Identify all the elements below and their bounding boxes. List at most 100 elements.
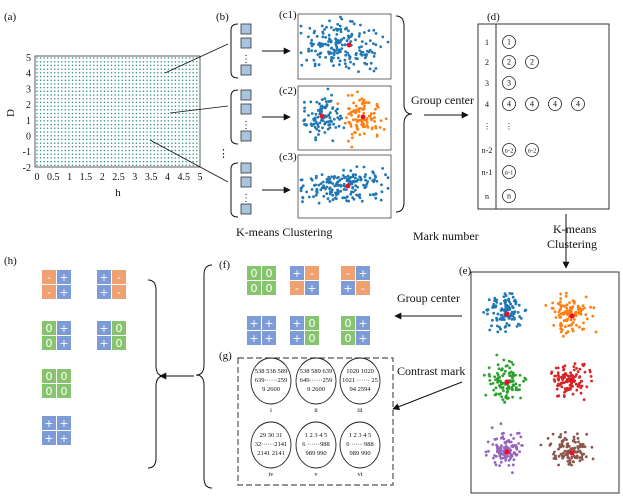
- scatter-point: [492, 456, 495, 460]
- sign-symbol: -: [117, 271, 121, 284]
- circle-line-2: 6 ······988: [346, 441, 374, 448]
- grid-point: [57, 64, 60, 67]
- scatter-point: [309, 122, 313, 126]
- scatter-point: [372, 69, 376, 73]
- circle-line-3: 989 990: [349, 450, 370, 457]
- grid-point: [135, 149, 138, 152]
- scatter-point: [320, 98, 324, 101]
- grid-point: [171, 90, 173, 93]
- grid-point: [149, 83, 152, 85]
- grid-point: [89, 68, 91, 70]
- sign-square: -++-: [341, 266, 370, 295]
- grid-point: [36, 94, 38, 96]
- grid-point: [160, 157, 162, 159]
- grid-point: [142, 90, 145, 93]
- scatter-point: [376, 105, 380, 109]
- grid-point: [71, 101, 74, 104]
- grid-point: [171, 164, 173, 167]
- grid-point: [78, 83, 81, 85]
- grid-point: [71, 138, 74, 141]
- grid-point: [103, 60, 106, 63]
- grid-point: [54, 138, 56, 141]
- grid-point: [188, 109, 191, 111]
- scatter-point: [338, 49, 342, 52]
- scatter-point: [507, 384, 510, 388]
- scatter-point: [501, 398, 505, 401]
- grid-point: [128, 127, 131, 130]
- grid-point: [149, 120, 152, 122]
- sign-symbol: -: [47, 271, 51, 284]
- grid-point: [43, 149, 45, 152]
- sign-square: 0+0+: [42, 321, 71, 350]
- grid-point: [125, 157, 127, 159]
- grid-point: [100, 109, 102, 111]
- grid-point: [185, 123, 187, 126]
- sign-cell: [97, 270, 111, 284]
- grid-point: [100, 164, 102, 167]
- grid-point: [64, 160, 67, 163]
- scatter-point: [583, 445, 587, 449]
- grid-point: [146, 123, 148, 126]
- scatter-point: [495, 318, 499, 322]
- grid-point: [135, 127, 138, 130]
- grid-point: [43, 153, 45, 155]
- grid-point: [178, 68, 180, 70]
- scatter-point: [496, 376, 500, 380]
- scatter-point: [570, 455, 574, 459]
- sign-cell: [305, 331, 319, 345]
- brace-right-h: [147, 279, 165, 469]
- scatter-point: [561, 312, 564, 315]
- grid-point: [121, 157, 123, 159]
- grid-point: [82, 72, 84, 74]
- grid-point: [54, 75, 56, 78]
- scatter-point: [362, 111, 366, 115]
- grid-point: [46, 146, 49, 148]
- scatter-point: [512, 458, 516, 462]
- grid-point: [132, 109, 134, 111]
- grid-point: [196, 146, 198, 148]
- scatter-point: [503, 308, 507, 311]
- scatter-point: [332, 117, 336, 121]
- scatter-point: [350, 136, 354, 140]
- grid-point: [89, 83, 91, 85]
- grid-point: [196, 138, 198, 141]
- scatter-point: [570, 463, 573, 467]
- grid-point: [117, 160, 120, 163]
- sign-cell: [57, 336, 71, 350]
- grid-point: [128, 57, 131, 59]
- grid-point: [89, 109, 91, 111]
- scatter-point: [563, 304, 567, 308]
- x-tick-label: 5: [198, 172, 203, 183]
- grid-point: [75, 101, 77, 104]
- grid-point: [64, 164, 67, 167]
- grid-point: [71, 75, 74, 78]
- grid-point: [117, 105, 120, 107]
- grid-point: [43, 94, 45, 96]
- grid-point: [75, 164, 77, 167]
- grid-point: [139, 86, 141, 89]
- grid-point: [85, 68, 88, 70]
- grid-point: [46, 109, 49, 111]
- scatter-point: [325, 177, 329, 181]
- scatter-point: [347, 112, 351, 116]
- grid-point: [128, 64, 131, 67]
- grid-point: [82, 123, 84, 126]
- scatter-point: [350, 182, 354, 186]
- grid-point: [85, 57, 88, 59]
- grid-point: [185, 79, 187, 81]
- grid-point: [75, 109, 77, 111]
- scatter-point: [309, 42, 313, 45]
- group-center-label-1: Group center: [411, 93, 474, 107]
- sign-cell: [57, 384, 71, 398]
- grid-point: [75, 75, 77, 78]
- grid-point: [164, 149, 166, 152]
- grid-point: [68, 123, 70, 126]
- scatter-point: [331, 106, 335, 110]
- grid-point: [61, 112, 63, 115]
- grid-point: [39, 127, 42, 130]
- scatter-point: [560, 385, 564, 389]
- grid-point: [185, 90, 187, 93]
- grid-point: [100, 157, 102, 159]
- grid-point: [156, 83, 159, 85]
- grid-point: [174, 134, 177, 137]
